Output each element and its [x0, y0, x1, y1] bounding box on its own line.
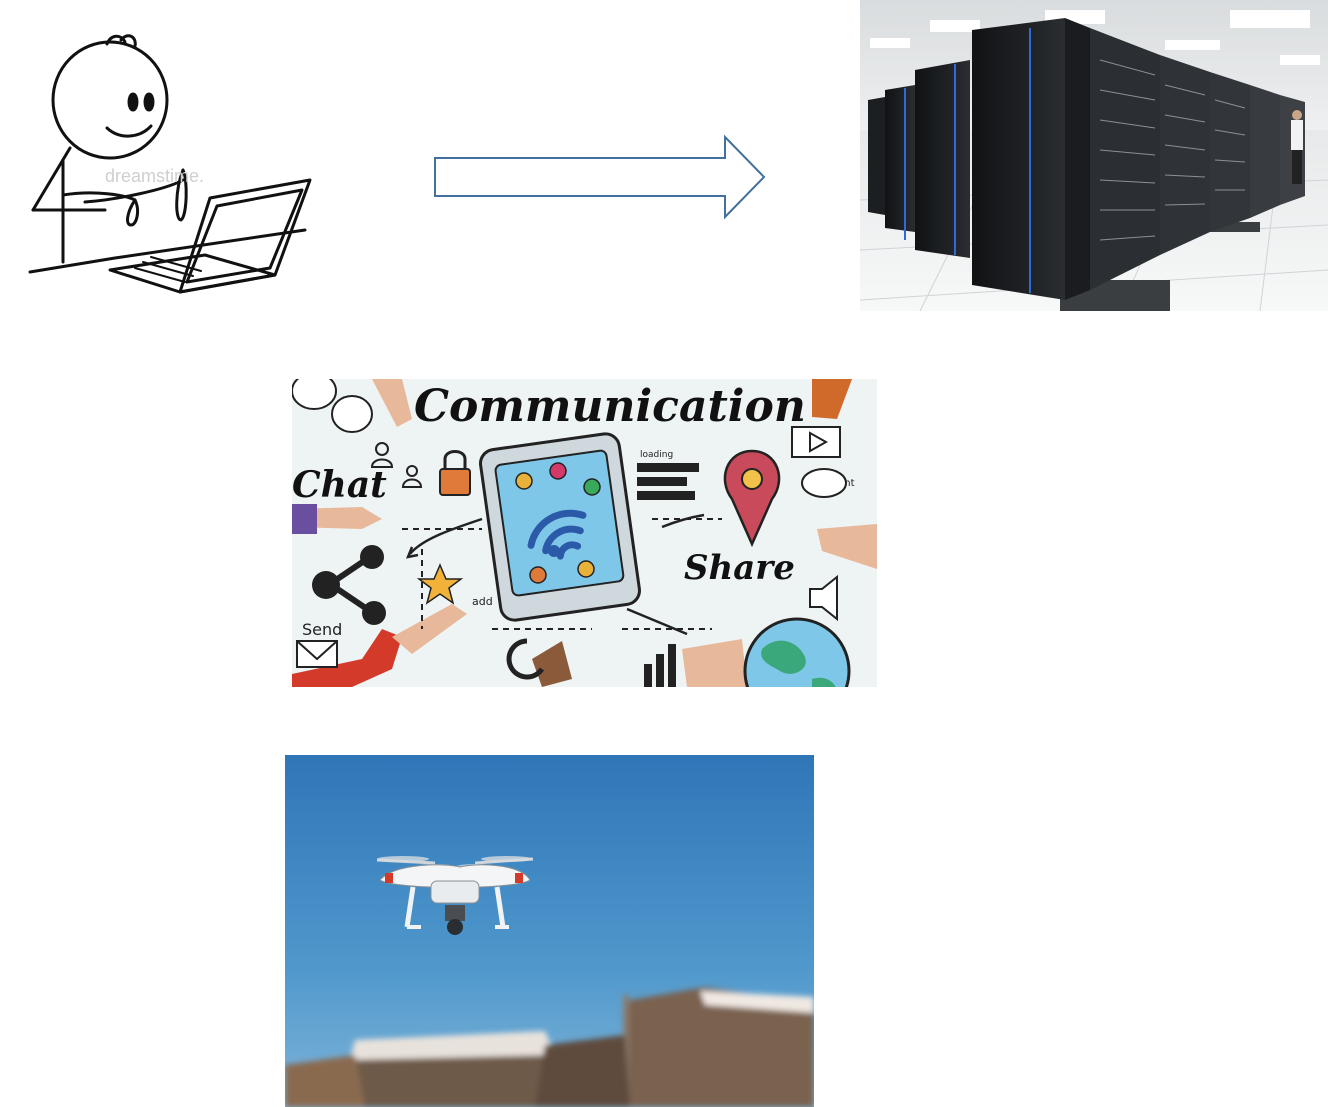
communication-illustration: Communication Chat Share Send add commen…	[292, 379, 877, 687]
drone-photo	[285, 755, 814, 1107]
server-room-photo	[860, 0, 1328, 311]
add-label: add	[472, 595, 493, 608]
send-label: Send	[302, 620, 342, 639]
watermark-text: dreamstime.	[105, 166, 204, 186]
communication-title: Communication	[414, 381, 806, 432]
loading-label: loading	[640, 450, 673, 460]
share-label: Share	[684, 548, 795, 588]
person-at-laptop-icon: dreamstime.	[25, 30, 325, 305]
chat-label: Chat	[292, 464, 387, 506]
right-arrow-icon	[430, 132, 770, 222]
